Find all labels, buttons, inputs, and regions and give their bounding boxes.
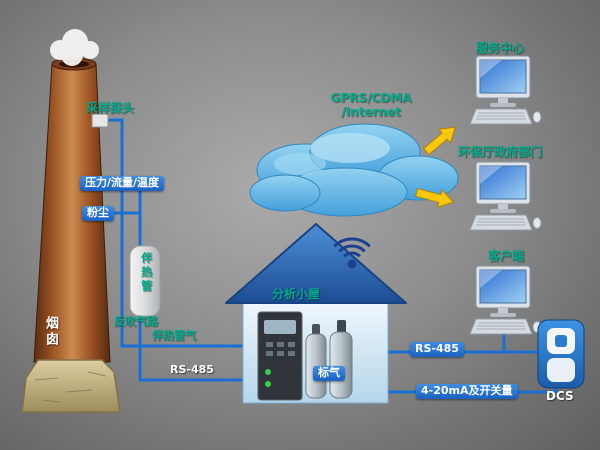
label-analysis-cabin: 分析小屋 xyxy=(272,287,321,301)
label-client: 客户端 xyxy=(488,249,525,263)
label-heated-gas: 伴热管气 xyxy=(152,329,196,342)
label-dcs: DCS xyxy=(546,389,574,403)
computer-service-center xyxy=(469,55,542,125)
label-analog-signal: 4-20mA及开关量 xyxy=(416,384,518,399)
label-rs485-left: RS-485 xyxy=(170,363,214,376)
label-chimney: 烟囱 xyxy=(42,316,58,348)
label-network-line2: /Internet xyxy=(341,104,401,119)
label-service-center: 服务中心 xyxy=(476,41,525,55)
dcs-icon xyxy=(537,319,585,389)
chimney-base xyxy=(21,359,121,413)
label-government: 环保厅政府部门 xyxy=(458,145,543,159)
arrow-down-icon xyxy=(414,187,455,209)
label-rs485-right: RS-485 xyxy=(410,342,464,357)
cloud-icon xyxy=(249,123,459,217)
analysis-cabin-graphic xyxy=(225,223,407,404)
wifi-icon xyxy=(333,237,371,269)
label-network-line1: GPRS/CDMA xyxy=(330,91,412,105)
label-sampling-probe: 采样探头 xyxy=(86,101,135,115)
label-pressure-flow-temp: 压力/流量/温度 xyxy=(80,176,165,191)
label-dust: 粉尘 xyxy=(82,206,114,221)
label-blowback: 反吹气路 xyxy=(114,315,158,328)
smoke-puff xyxy=(50,29,99,66)
label-standard-gas: 标气 xyxy=(313,366,345,381)
label-heated-line: 伴热管 xyxy=(139,252,153,294)
computer-government xyxy=(469,161,542,231)
heated-line-unit xyxy=(129,245,161,317)
computer-client xyxy=(469,265,542,335)
chimney-graphic xyxy=(21,29,121,413)
analyzer-cabinet xyxy=(257,311,303,401)
arrow-up-icon xyxy=(422,126,457,156)
label-network: GPRS/CDMA /Internet xyxy=(326,91,416,120)
sampling-probe-port xyxy=(91,113,109,128)
